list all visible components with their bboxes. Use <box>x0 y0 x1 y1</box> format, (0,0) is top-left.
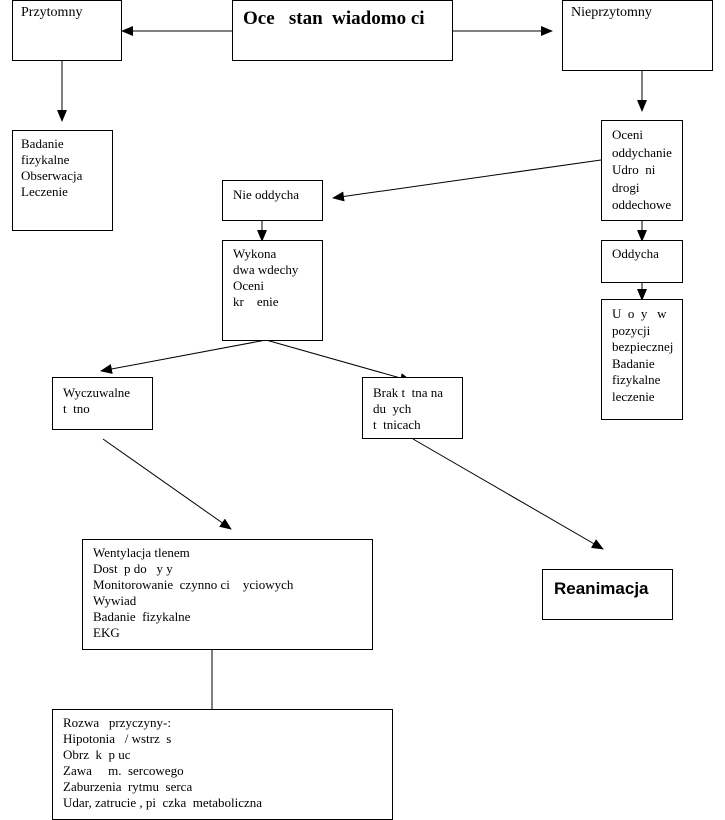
breathing-label: Oddycha <box>612 246 659 261</box>
causes-line-5: Zaburzenia rytmu serca <box>63 779 193 794</box>
assess-breathing-line-1: Oceni <box>612 127 644 142</box>
recovery-line-5: fizykalne <box>612 372 661 387</box>
no-pulse-line-2: du ych <box>373 401 412 416</box>
assess-breathing-line-5: oddechowe <box>612 197 672 212</box>
possible-causes-box: Rozwa przyczyny-: Hipotonia / wstrz s Ob… <box>52 709 393 820</box>
exam-line-4: Leczenie <box>21 184 68 199</box>
pulse-present-line-2: t tno <box>63 401 90 416</box>
assess-breathing-line-3: Udro ni <box>612 162 656 177</box>
recovery-line-3: bezpiecznej <box>612 339 674 354</box>
exam-observation-box: Badanie fizykalne Obserwacja Leczenie <box>12 130 113 231</box>
causes-line-2: Hipotonia / wstrz s <box>63 731 172 746</box>
ventilation-line-5: Badanie fizykalne <box>93 609 191 624</box>
two-breaths-line-4: kr enie <box>233 294 279 309</box>
not-breathing-label: Nie oddycha <box>233 187 300 202</box>
recovery-line-1: U o y w <box>612 306 667 321</box>
no-pulse-line-1: Brak t tna na <box>373 385 444 400</box>
no-pulse-line-3: t tnicach <box>373 417 421 432</box>
recovery-line-2: pozycji <box>612 322 651 338</box>
assess-consciousness-box: Oce stan wiadomo ci <box>232 0 453 61</box>
two-breaths-box: Wykona dwa wdechy Oceni kr enie <box>222 240 323 341</box>
assess-breathing-box: Oceni oddychanie Udro ni drogi oddechowe <box>601 120 683 221</box>
unconscious-label: Nieprzytomny <box>571 5 652 20</box>
conscious-box: Przytomny <box>12 0 122 61</box>
causes-line-4: Zawa m. sercowego <box>63 763 184 778</box>
no-pulse-box: Brak t tna na du ych t tnicach <box>362 377 463 439</box>
ventilation-line-3: Monitorowanie czynno ci yciowych <box>93 577 294 592</box>
exam-line-3: Obserwacja <box>21 168 83 183</box>
two-breaths-line-3: Oceni <box>233 278 265 293</box>
unconscious-box: Nieprzytomny <box>562 0 713 71</box>
pulse-present-line-1: Wyczuwalne <box>63 385 131 400</box>
causes-line-1: Rozwa przyczyny-: <box>63 715 171 730</box>
ventilation-line-1: Wentylacja tlenem <box>93 545 190 560</box>
ventilation-line-4: Wywiad <box>93 593 137 608</box>
recovery-line-4: Badanie <box>612 355 655 371</box>
assess-breathing-line-2: oddychanie <box>612 144 672 160</box>
pulse-present-box: Wyczuwalne t tno <box>52 377 153 430</box>
arrow-no-pulse-to-cpr <box>412 438 604 550</box>
causes-line-3: Obrz k p uc <box>63 747 131 762</box>
ventilation-box: Wentylacja tlenem Dost p do y y Monitoro… <box>82 539 373 650</box>
arrow-two-breaths-to-no-pulse <box>265 339 412 383</box>
two-breaths-line-2: dwa wdechy <box>233 262 299 277</box>
breathing-box: Oddycha <box>601 240 683 283</box>
arrow-pulse-to-ventilation <box>102 438 232 530</box>
assess-consciousness-label: Oce stan wiadomo ci <box>243 8 425 29</box>
assess-breathing-line-4: drogi <box>612 179 640 195</box>
resuscitation-box: Reanimacja <box>542 569 673 620</box>
two-breaths-line-1: Wykona <box>233 246 277 261</box>
exam-line-2: fizykalne <box>21 152 70 167</box>
causes-line-6: Udar, zatrucie , pi czka metaboliczna <box>63 795 263 810</box>
arrow-two-breaths-to-pulse <box>100 339 267 374</box>
recovery-position-box: U o y w pozycji bezpiecznej Badanie fizy… <box>601 299 683 420</box>
exam-line-1: Badanie <box>21 136 64 151</box>
arrow-assess-breathing-to-not-breathing <box>332 159 602 202</box>
ventilation-line-6: EKG <box>93 625 120 640</box>
conscious-label: Przytomny <box>21 5 83 20</box>
not-breathing-box: Nie oddycha <box>222 180 323 221</box>
recovery-line-6: leczenie <box>612 388 655 404</box>
ventilation-line-2: Dost p do y y <box>93 561 173 576</box>
resuscitation-label: Reanimacja <box>554 579 649 598</box>
